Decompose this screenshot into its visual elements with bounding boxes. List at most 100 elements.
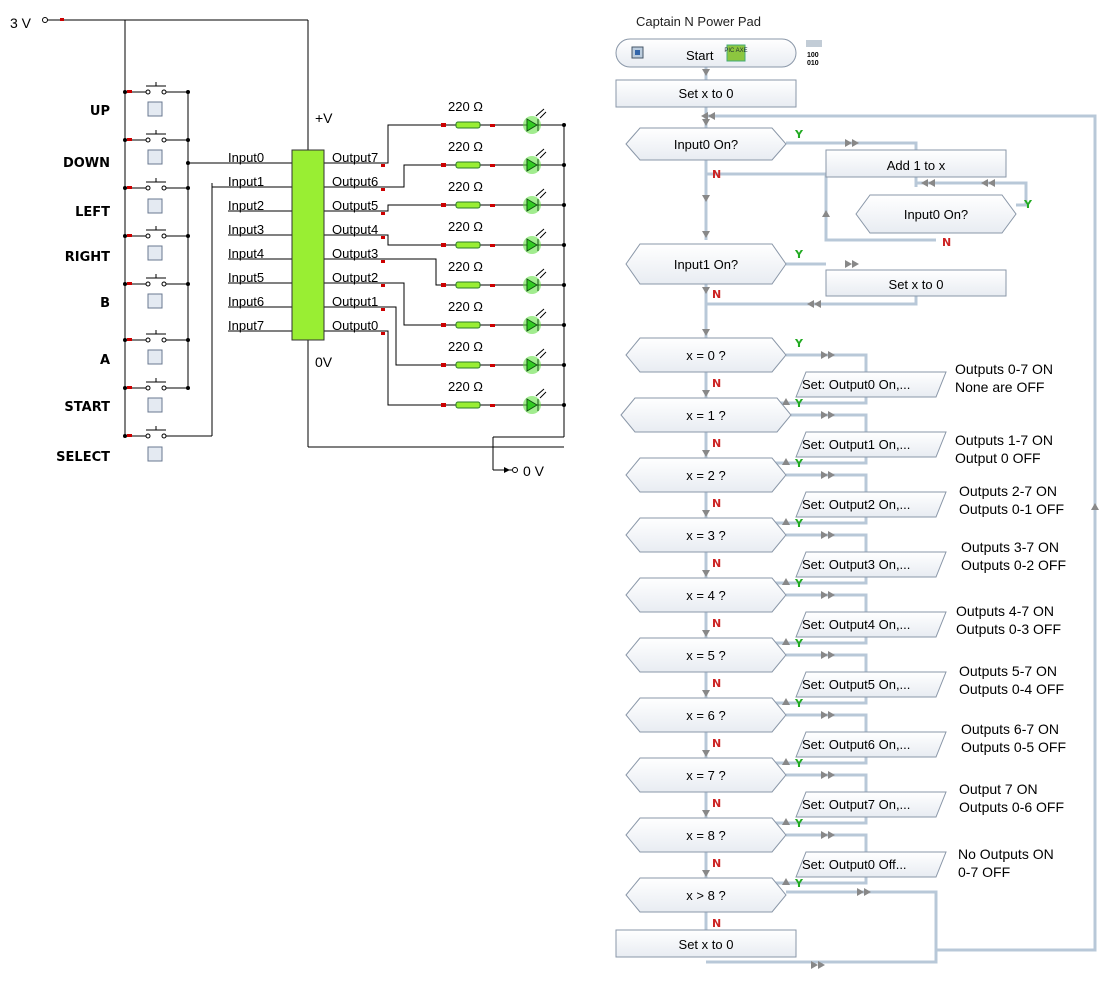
decision-x-4[interactable] — [625, 577, 787, 613]
led-row: 220 Ω — [441, 219, 566, 254]
decision-x-2[interactable] — [625, 457, 787, 493]
resistor-label: 220 Ω — [448, 339, 483, 354]
svg-text:010: 010 — [807, 60, 819, 67]
output-pin-label: Output0 — [332, 318, 378, 333]
svg-text:Outputs 6-7 ON: Outputs 6-7 ON — [961, 721, 1059, 737]
decision-x-9[interactable] — [625, 877, 787, 913]
start-button[interactable] — [147, 397, 163, 413]
input-pin-label: Input3 — [228, 222, 264, 237]
output-pin-label: Output7 — [332, 150, 378, 165]
svg-text:Outputs 3-7 ON: Outputs 3-7 ON — [961, 539, 1059, 555]
decision-label: x = 0 ? — [686, 348, 725, 363]
output-action-3[interactable] — [795, 551, 947, 578]
resistor — [455, 161, 481, 169]
start-label: START — [64, 400, 110, 415]
input-pin-label: Input6 — [228, 294, 264, 309]
decision-no: N — [712, 737, 721, 750]
decision-no: N — [712, 437, 721, 450]
output-action-0[interactable] — [795, 371, 947, 398]
decision-yes: Y — [794, 457, 804, 470]
output-action-6[interactable] — [795, 731, 947, 758]
output-action-1[interactable] — [795, 431, 947, 458]
right-button[interactable] — [147, 245, 163, 261]
set-x-zero-bottom[interactable] — [615, 929, 797, 958]
decision-label: x = 3 ? — [686, 528, 725, 543]
input1-no: N — [712, 288, 721, 301]
output-pin-label: Output4 — [332, 222, 378, 237]
svg-text:Outputs 0-3 OFF: Outputs 0-3 OFF — [956, 621, 1061, 637]
input0-decision[interactable] — [625, 127, 787, 161]
svg-text:Outputs 0-5 OFF: Outputs 0-5 OFF — [961, 739, 1066, 755]
output-action-5[interactable] — [795, 671, 947, 698]
decision-x-7[interactable] — [625, 757, 787, 793]
left-button[interactable] — [147, 198, 163, 214]
led-row: 220 Ω — [441, 259, 566, 294]
led-row: 220 Ω — [441, 99, 566, 134]
decision-label: x = 1 ? — [686, 408, 725, 423]
resistor — [455, 241, 481, 249]
add-one-to-x-label: Add 1 to x — [887, 158, 946, 173]
output-pin-label: Output2 — [332, 270, 378, 285]
input-pin-label: Input5 — [228, 270, 264, 285]
decision-no: N — [712, 797, 721, 810]
output-action-2[interactable] — [795, 491, 947, 518]
vplus-label: +V — [315, 110, 333, 126]
output-action-label: Set: Output0 On,... — [802, 377, 910, 392]
resistor-label: 220 Ω — [448, 99, 483, 114]
svg-text:Outputs 0-4 OFF: Outputs 0-4 OFF — [959, 681, 1064, 697]
supply-label: 3 V — [10, 15, 32, 31]
resistor-label: 220 Ω — [448, 299, 483, 314]
b-button[interactable] — [147, 293, 163, 309]
set-x-zero-mid[interactable] — [825, 269, 1007, 297]
resistor — [455, 281, 481, 289]
decision-x-6[interactable] — [625, 697, 787, 733]
decision-label: x = 8 ? — [686, 828, 725, 843]
flowchart-title: Captain N Power Pad — [636, 14, 761, 29]
decision-no: N — [712, 677, 721, 690]
decision-yes: Y — [794, 517, 804, 530]
output-action-4[interactable] — [795, 611, 947, 638]
decision-no: N — [712, 857, 721, 870]
led-row: 220 Ω — [441, 299, 566, 334]
decision-x-8[interactable] — [625, 817, 787, 853]
decision-x-0[interactable] — [625, 337, 787, 373]
output-action-label: Set: Output2 On,... — [802, 497, 910, 512]
x-decision-chain: x = 0 ?YNx = 1 ?YNx = 2 ?YNx = 3 ?YNx = … — [620, 337, 804, 930]
led-diode — [526, 158, 538, 172]
select-button[interactable] — [147, 446, 163, 462]
led-diode — [526, 318, 538, 332]
pin-labels: Input0Input1Input2Input3Input4Input5Inpu… — [228, 150, 385, 335]
ground-label: 0 V — [523, 463, 545, 479]
start-terminator[interactable] — [615, 38, 797, 68]
up-button[interactable] — [147, 101, 163, 117]
input0-wait-no: N — [942, 236, 951, 249]
svg-text:Outputs 1-7 ON: Outputs 1-7 ON — [955, 432, 1053, 448]
resistor-label: 220 Ω — [448, 259, 483, 274]
svg-text:Outputs 4-7 ON: Outputs 4-7 ON — [956, 603, 1054, 619]
input0-wait-decision[interactable] — [855, 194, 1017, 234]
decision-x-5[interactable] — [625, 637, 787, 673]
output-action-7[interactable] — [795, 791, 947, 818]
svg-text:Outputs 0-1 OFF: Outputs 0-1 OFF — [959, 501, 1064, 517]
output-action-8[interactable] — [795, 851, 947, 878]
input1-decision[interactable] — [625, 243, 787, 285]
svg-text:Output 0 OFF: Output 0 OFF — [955, 450, 1041, 466]
led-diode — [526, 198, 538, 212]
resistor — [455, 121, 481, 129]
input0-decision-label: Input0 On? — [674, 137, 738, 152]
switch-start: START — [64, 378, 190, 415]
down-button[interactable] — [147, 149, 163, 165]
decision-x-1[interactable] — [620, 397, 792, 433]
resistor — [455, 201, 481, 209]
decision-yes: Y — [794, 637, 804, 650]
set-x-zero-top[interactable] — [615, 79, 797, 108]
a-button[interactable] — [147, 349, 163, 365]
decision-x-3[interactable] — [625, 517, 787, 553]
add-one-to-x[interactable] — [825, 149, 1007, 178]
resistor-label: 220 Ω — [448, 379, 483, 394]
flow-arrowheads — [701, 69, 1099, 969]
